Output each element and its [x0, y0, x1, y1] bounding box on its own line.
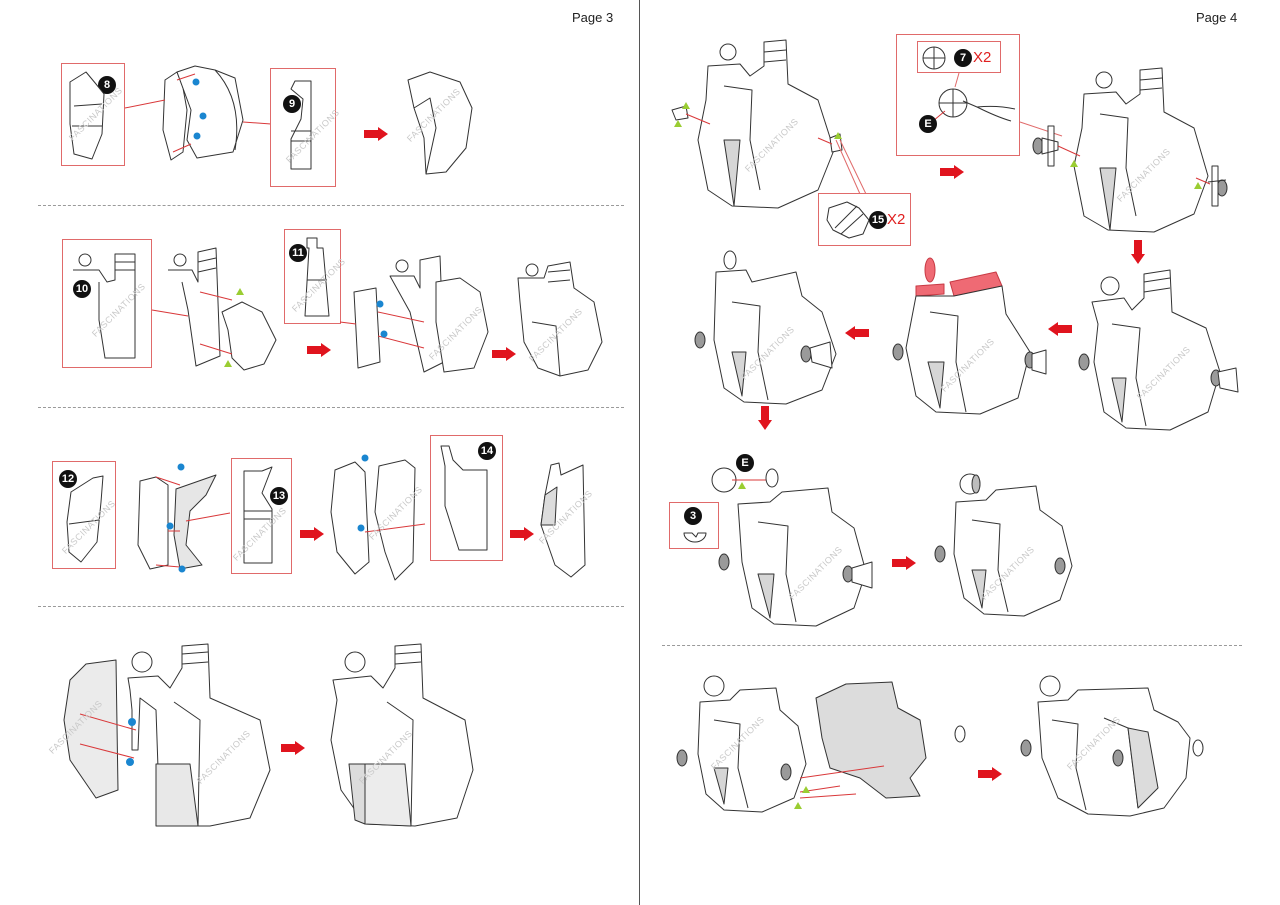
part-badge-14: 14 — [478, 442, 496, 460]
part-10-illustration — [73, 253, 136, 359]
part-callout-8: 8 FASCINATIONS — [61, 63, 125, 166]
part-13-illustration — [243, 466, 273, 564]
row-4-result-illustration — [330, 643, 474, 827]
row-4-assembly-illustration — [63, 643, 271, 827]
step-arrow-left — [845, 326, 869, 340]
part-3-attach-illustration — [711, 467, 779, 493]
glue-dot — [199, 112, 207, 120]
part-7-illustration — [922, 46, 946, 70]
pliers-tool-illustration — [932, 72, 1016, 122]
part-callout-14: 14 — [430, 435, 503, 561]
part-badge-13: 13 — [270, 487, 288, 505]
step-arrow-down — [1131, 240, 1145, 264]
part-badge-8: 8 — [98, 76, 116, 94]
step-10-11-combined-illustration — [339, 255, 489, 373]
step-arrow-right — [281, 741, 305, 755]
section-divider — [38, 606, 624, 607]
callout-leader-line — [1019, 121, 1063, 137]
lander-with-hatch-illustration — [718, 487, 873, 627]
align-marker — [224, 360, 232, 367]
step-arrow-right — [978, 767, 1002, 781]
section-divider — [662, 645, 1242, 646]
lander-hatch-result-illustration — [934, 473, 1073, 617]
lander-with-thrusters-illustration — [1032, 67, 1228, 233]
part-callout-7-tool: 7 X2 E — [896, 34, 1020, 156]
page-number: Page 4 — [1196, 10, 1238, 25]
step-arrow-right — [892, 556, 916, 570]
part-12-illustration — [66, 475, 104, 563]
part-badge-11: 11 — [289, 244, 307, 262]
completed-lander-illustration — [1020, 675, 1204, 817]
lander-step-3-illustration — [1078, 269, 1239, 431]
glue-dot — [192, 78, 200, 86]
part-9-illustration — [290, 80, 312, 170]
step-12-13-combined-illustration — [330, 454, 426, 581]
part-3-illustration — [683, 532, 707, 543]
final-assembly-illustration — [676, 675, 966, 813]
part-badge-10: 10 — [73, 280, 91, 298]
part-callout-9: 9 FASCINATIONS — [270, 68, 341, 187]
step-arrow-right — [300, 527, 324, 541]
step-arrow-left — [1048, 322, 1072, 336]
page-3: Page 3 8 FASCINATIONS 9 FASCINATIONS FAS… — [38, 10, 624, 827]
part-badge-9: 9 — [283, 95, 301, 113]
quantity-label: X2 — [973, 49, 992, 66]
step-arrow-right — [492, 347, 516, 361]
page-4: Page 4 FASCINATIONS 15 X2 7 X2 — [640, 0, 1280, 905]
step-8-9-result-illustration — [407, 71, 473, 175]
part-badge-3: 3 — [684, 507, 702, 525]
step-arrow-right — [364, 127, 388, 141]
part-11-illustration — [304, 237, 330, 317]
step-10-11-assembly-illustration — [151, 247, 277, 371]
step-8-9-assembly-illustration — [124, 65, 272, 161]
step-arrow-right — [307, 343, 331, 357]
step-10-11-result-illustration — [517, 261, 603, 377]
tool-badge-E: E — [736, 454, 754, 472]
part-callout-11: 11 FASCINATIONS — [284, 229, 347, 324]
lander-step-2-illustration — [892, 257, 1047, 415]
part-callout-12: 12 FASCINATIONS — [52, 461, 117, 569]
section-divider — [38, 407, 624, 408]
step-arrow-right — [940, 165, 964, 179]
lander-body-with-legs-illustration — [671, 39, 843, 209]
part-15-illustration — [826, 201, 870, 239]
glue-dot — [193, 132, 201, 140]
part-badge-7: 7 — [954, 49, 972, 67]
step-arrow-down — [758, 406, 772, 430]
part-8-illustration — [69, 71, 105, 160]
align-marker — [236, 288, 244, 295]
step-12-14-result-illustration — [540, 462, 586, 578]
part-callout-15: 15 X2 — [818, 193, 911, 246]
step-arrow-right — [510, 527, 534, 541]
page-number: Page 3 — [572, 10, 614, 25]
step-12-13-assembly-illustration — [137, 463, 231, 573]
section-divider — [38, 205, 624, 206]
part-callout-3: 3 — [669, 502, 719, 549]
part-callout-10: 10 FASCINATIONS — [62, 239, 152, 368]
callout-leader-line — [835, 139, 867, 195]
quantity-label: X2 — [887, 211, 906, 228]
part-callout-7: 7 X2 — [917, 41, 1001, 73]
tool-badge-E: E — [919, 115, 937, 133]
part-callout-13: 13 FASCINATIONS — [231, 458, 292, 574]
part-badge-15: 15 — [869, 211, 887, 229]
lander-step-1-illustration — [694, 250, 837, 405]
part-badge-12: 12 — [59, 470, 77, 488]
part-14-illustration — [440, 445, 488, 551]
